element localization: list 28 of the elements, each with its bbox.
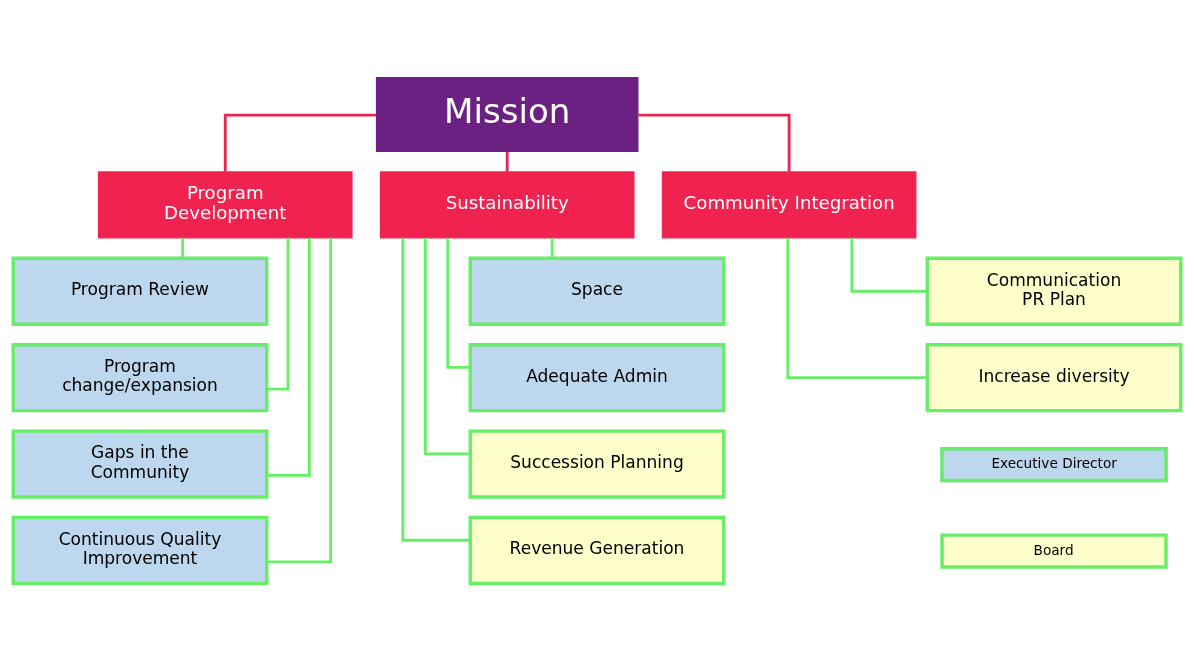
node-box: Community Integration — [661, 170, 917, 238]
connector — [267, 237, 333, 563]
connector — [550, 237, 554, 258]
connector — [850, 237, 928, 293]
node-box: Sustainability — [379, 170, 635, 238]
connector — [638, 113, 791, 171]
node-box: Mission — [375, 76, 639, 152]
node-box: Adequate Admin — [468, 342, 726, 412]
node-box: Increase diversity — [925, 342, 1183, 412]
connector — [446, 237, 471, 369]
connector — [267, 237, 311, 477]
connector — [786, 237, 928, 379]
connector — [423, 237, 470, 455]
connector — [505, 151, 509, 172]
node-box: Program Review — [11, 256, 269, 326]
node-box: Space — [468, 256, 726, 326]
connector — [223, 113, 377, 171]
legend-label: Board — [1033, 541, 1074, 558]
node-box: Communication PR Plan — [925, 256, 1183, 326]
connector — [181, 237, 185, 258]
connector — [401, 237, 471, 542]
node-box: Gaps in the Community — [11, 428, 269, 499]
node-box: Succession Planning — [468, 428, 726, 499]
node-box: Program change/expansion — [11, 342, 269, 412]
node-box: Continuous Quality Improvement — [11, 515, 269, 585]
node-box: Program Development — [97, 170, 353, 238]
node-box: Revenue Generation — [468, 515, 726, 585]
legend-label: Executive Director — [991, 454, 1117, 471]
